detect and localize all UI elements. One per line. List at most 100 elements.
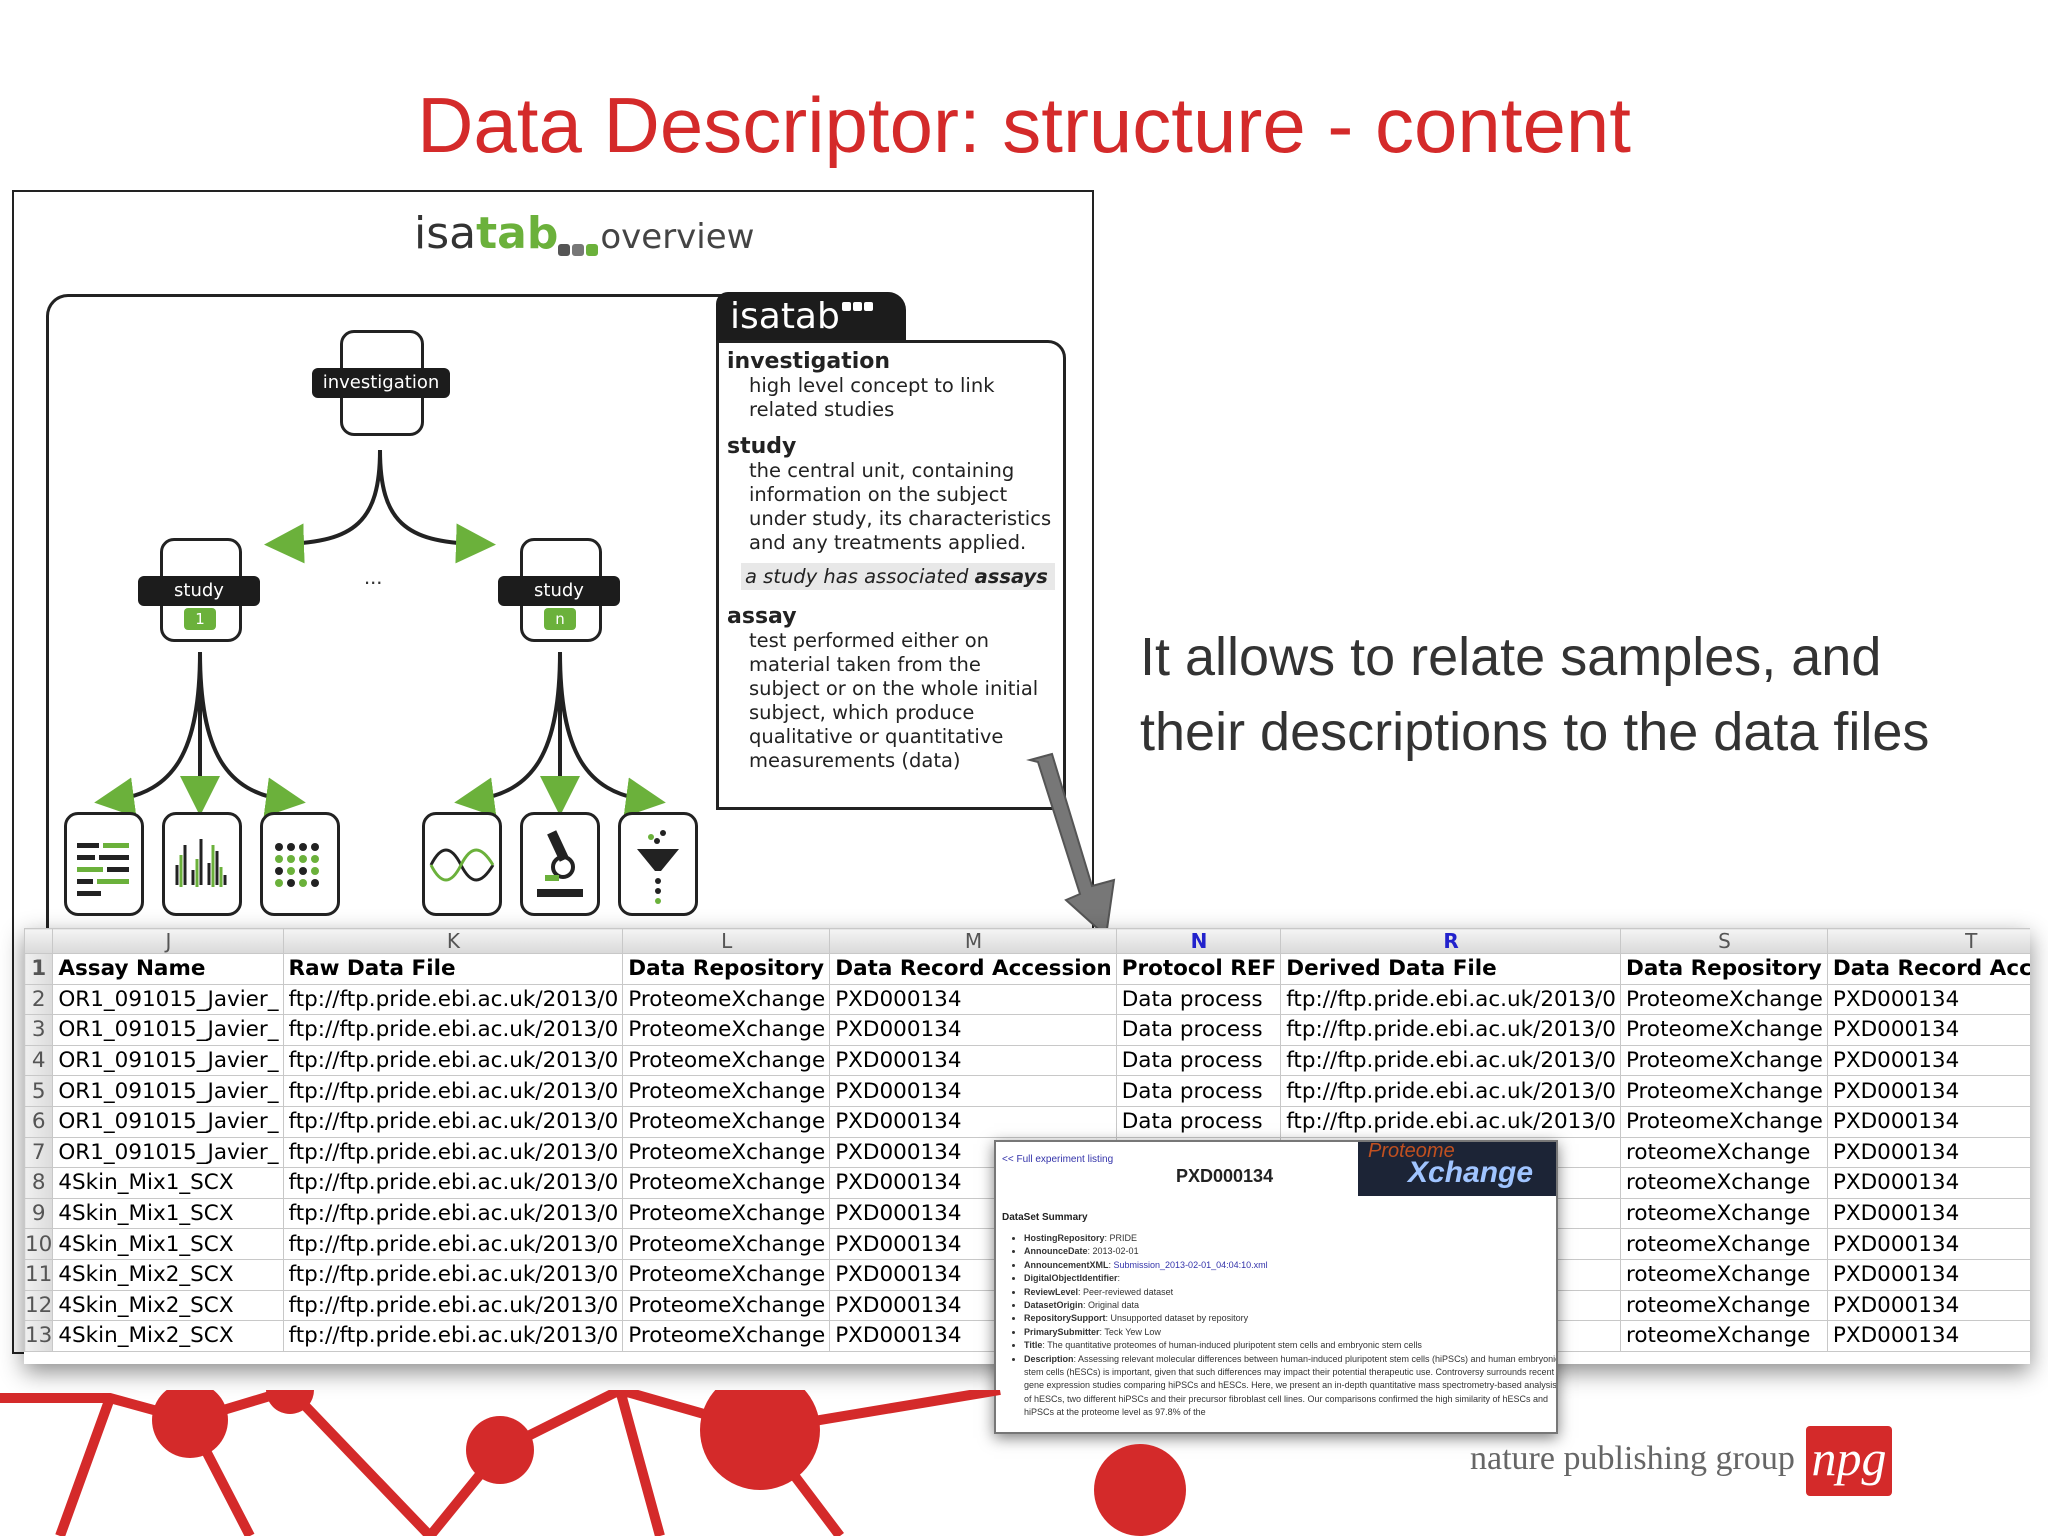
- summary-value[interactable]: Submission_2013-02-01_04:04:10.xml: [1113, 1259, 1268, 1270]
- row-number[interactable]: 3: [24, 1014, 54, 1046]
- column-letter-n[interactable]: N: [1115, 928, 1282, 954]
- table-cell[interactable]: PXD000134: [1826, 1105, 2030, 1138]
- table-cell[interactable]: PXD000134: [1826, 1320, 2030, 1352]
- table-cell[interactable]: ftp://ftp.pride.ebi.ac.uk/2013/0: [282, 1075, 624, 1107]
- table-cell[interactable]: PXD000134: [1826, 1136, 2030, 1169]
- table-cell[interactable]: PXD000134: [1826, 1075, 2030, 1107]
- table-cell[interactable]: ProteomeXchange: [622, 1228, 831, 1260]
- table-cell[interactable]: roteomeXchange: [1619, 1320, 1828, 1352]
- table-cell[interactable]: OR1_091015_Javier_: [52, 1014, 284, 1046]
- table-cell[interactable]: PXD000134: [1826, 1167, 2030, 1199]
- table-cell[interactable]: PXD000134: [829, 1044, 1117, 1077]
- table-cell[interactable]: PXD000134: [1826, 1228, 2030, 1260]
- table-cell[interactable]: 4Skin_Mix1_SCX: [52, 1197, 284, 1230]
- header-cell[interactable]: Assay Name: [52, 953, 284, 985]
- table-cell[interactable]: ProteomeXchange: [622, 1197, 831, 1230]
- table-cell[interactable]: Data process: [1115, 1105, 1282, 1138]
- column-letter-s[interactable]: S: [1619, 928, 1828, 954]
- header-cell[interactable]: Data Repository: [622, 953, 831, 985]
- table-cell[interactable]: PXD000134: [829, 1075, 1117, 1107]
- table-cell[interactable]: 4Skin_Mix2_SCX: [52, 1289, 284, 1322]
- table-cell[interactable]: ProteomeXchange: [622, 1167, 831, 1199]
- table-cell[interactable]: PXD000134: [829, 1105, 1117, 1138]
- table-cell[interactable]: PXD000134: [1826, 983, 2030, 1016]
- table-cell[interactable]: ProteomeXchange: [622, 1258, 831, 1291]
- table-cell[interactable]: Data process: [1115, 1044, 1282, 1077]
- table-cell[interactable]: PXD000134: [1826, 1289, 2030, 1322]
- row-number[interactable]: 9: [24, 1197, 54, 1230]
- table-cell[interactable]: OR1_091015_Javier_: [52, 1136, 284, 1169]
- table-cell[interactable]: ProteomeXchange: [622, 1014, 831, 1046]
- table-cell[interactable]: ftp://ftp.pride.ebi.ac.uk/2013/0: [282, 1014, 624, 1046]
- table-cell[interactable]: ftp://ftp.pride.ebi.ac.uk/2013/0: [282, 1320, 624, 1352]
- table-cell[interactable]: Data process: [1115, 1014, 1282, 1046]
- table-cell[interactable]: ProteomeXchange: [1619, 983, 1828, 1016]
- table-cell[interactable]: OR1_091015_Javier_: [52, 983, 284, 1016]
- table-cell[interactable]: ProteomeXchange: [622, 983, 831, 1016]
- table-cell[interactable]: Data process: [1115, 983, 1282, 1016]
- table-cell[interactable]: ftp://ftp.pride.ebi.ac.uk/2013/0: [282, 1105, 624, 1138]
- table-cell[interactable]: ProteomeXchange: [1619, 1075, 1828, 1107]
- header-cell[interactable]: Data Record Accession: [829, 953, 1117, 985]
- header-cell[interactable]: Data Record Accession: [1826, 953, 2030, 985]
- column-letter-j[interactable]: J: [52, 928, 284, 954]
- table-cell[interactable]: ProteomeXchange: [622, 1136, 831, 1169]
- column-letter-m[interactable]: M: [829, 928, 1117, 954]
- table-cell[interactable]: 4Skin_Mix2_SCX: [52, 1320, 284, 1352]
- table-cell[interactable]: ftp://ftp.pride.ebi.ac.uk/2013/0: [282, 1167, 624, 1199]
- column-letter-t[interactable]: T: [1826, 928, 2030, 954]
- table-cell[interactable]: PXD000134: [1826, 1044, 2030, 1077]
- table-cell[interactable]: ftp://ftp.pride.ebi.ac.uk/2013/0: [1280, 1105, 1621, 1138]
- full-experiment-listing-link[interactable]: << Full experiment listing: [1002, 1154, 1114, 1165]
- row-number[interactable]: 7: [24, 1136, 54, 1169]
- table-cell[interactable]: ftp://ftp.pride.ebi.ac.uk/2013/0: [282, 1197, 624, 1230]
- table-cell[interactable]: 4Skin_Mix1_SCX: [52, 1228, 284, 1260]
- table-cell[interactable]: roteomeXchange: [1619, 1258, 1828, 1291]
- table-cell[interactable]: PXD000134: [1826, 1014, 2030, 1046]
- table-cell[interactable]: ftp://ftp.pride.ebi.ac.uk/2013/0: [1280, 1075, 1621, 1107]
- column-letter-l[interactable]: L: [622, 928, 831, 954]
- table-cell[interactable]: ftp://ftp.pride.ebi.ac.uk/2013/0: [282, 1136, 624, 1169]
- sheet-corner[interactable]: [24, 928, 54, 954]
- table-cell[interactable]: ProteomeXchange: [622, 1320, 831, 1352]
- table-cell[interactable]: ftp://ftp.pride.ebi.ac.uk/2013/0: [1280, 983, 1621, 1016]
- header-cell[interactable]: Data Repository: [1619, 953, 1828, 985]
- table-cell[interactable]: roteomeXchange: [1619, 1228, 1828, 1260]
- table-cell[interactable]: ProteomeXchange: [622, 1105, 831, 1138]
- table-cell[interactable]: PXD000134: [829, 1014, 1117, 1046]
- table-cell[interactable]: roteomeXchange: [1619, 1136, 1828, 1169]
- table-cell[interactable]: 4Skin_Mix1_SCX: [52, 1167, 284, 1199]
- table-cell[interactable]: ftp://ftp.pride.ebi.ac.uk/2013/0: [282, 1289, 624, 1322]
- table-cell[interactable]: ftp://ftp.pride.ebi.ac.uk/2013/0: [282, 1044, 624, 1077]
- table-cell[interactable]: ftp://ftp.pride.ebi.ac.uk/2013/0: [1280, 1014, 1621, 1046]
- table-cell[interactable]: ProteomeXchange: [1619, 1105, 1828, 1138]
- table-cell[interactable]: PXD000134: [1826, 1197, 2030, 1230]
- row-number[interactable]: 11: [24, 1258, 54, 1291]
- row-number[interactable]: 13: [24, 1320, 54, 1352]
- row-number[interactable]: 12: [24, 1289, 54, 1322]
- header-cell[interactable]: Protocol REF: [1115, 953, 1282, 985]
- table-cell[interactable]: ftp://ftp.pride.ebi.ac.uk/2013/0: [1280, 1044, 1621, 1077]
- table-cell[interactable]: PXD000134: [829, 983, 1117, 1016]
- header-cell[interactable]: Derived Data File: [1280, 953, 1621, 985]
- table-cell[interactable]: PXD000134: [1826, 1258, 2030, 1291]
- table-cell[interactable]: roteomeXchange: [1619, 1289, 1828, 1322]
- row-number[interactable]: 4: [24, 1044, 54, 1077]
- table-cell[interactable]: ftp://ftp.pride.ebi.ac.uk/2013/0: [282, 1258, 624, 1291]
- table-cell[interactable]: ProteomeXchange: [1619, 1044, 1828, 1077]
- table-cell[interactable]: roteomeXchange: [1619, 1167, 1828, 1199]
- row-number[interactable]: 2: [24, 983, 54, 1016]
- table-cell[interactable]: OR1_091015_Javier_: [52, 1075, 284, 1107]
- row-number[interactable]: 10: [24, 1228, 54, 1260]
- table-cell[interactable]: OR1_091015_Javier_: [52, 1105, 284, 1138]
- table-cell[interactable]: ftp://ftp.pride.ebi.ac.uk/2013/0: [282, 983, 624, 1016]
- table-cell[interactable]: ProteomeXchange: [622, 1075, 831, 1107]
- header-cell[interactable]: Raw Data File: [282, 953, 624, 985]
- table-cell[interactable]: ProteomeXchange: [622, 1044, 831, 1077]
- row-number[interactable]: 5: [24, 1075, 54, 1107]
- table-cell[interactable]: ftp://ftp.pride.ebi.ac.uk/2013/0: [282, 1228, 624, 1260]
- row-number[interactable]: 6: [24, 1105, 54, 1138]
- table-cell[interactable]: OR1_091015_Javier_: [52, 1044, 284, 1077]
- table-cell[interactable]: ProteomeXchange: [1619, 1014, 1828, 1046]
- column-letter-k[interactable]: K: [282, 928, 624, 954]
